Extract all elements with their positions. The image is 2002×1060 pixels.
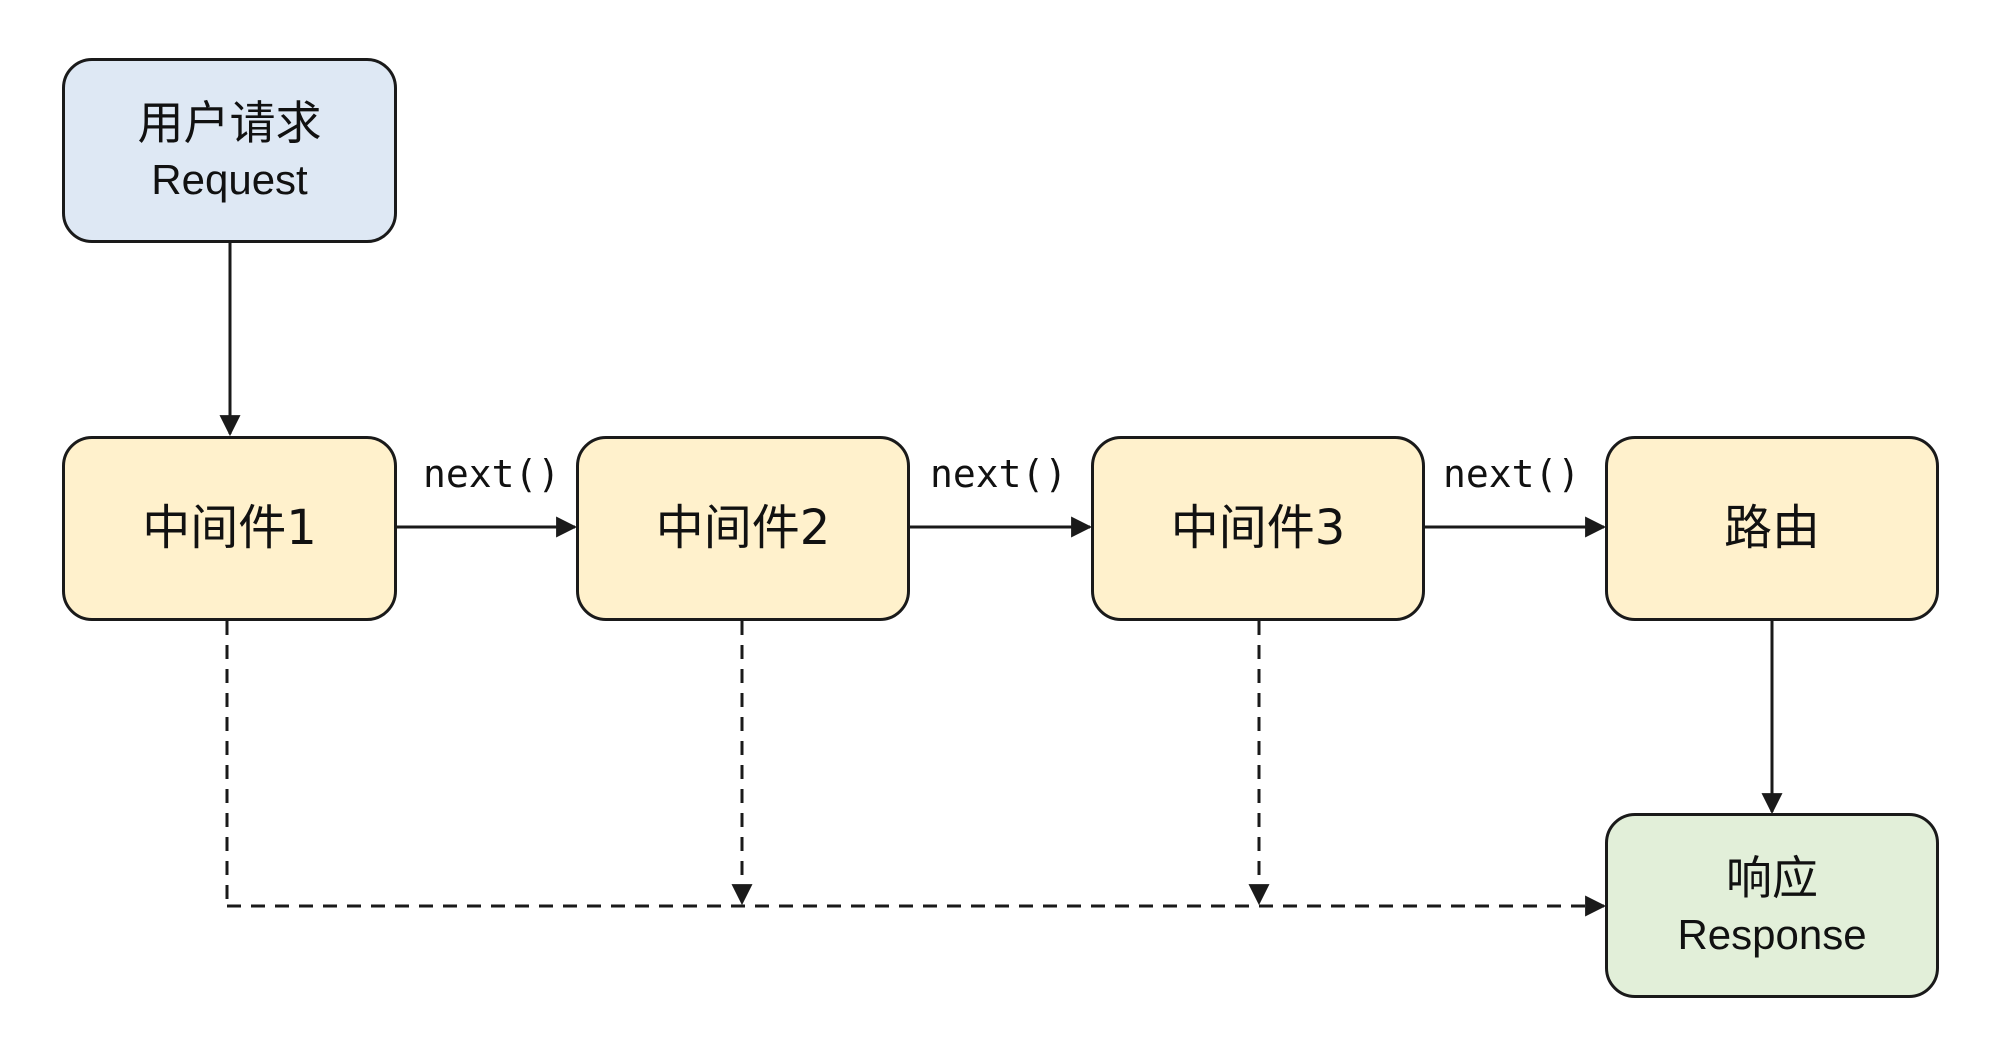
middleware2-node: 中间件2 (576, 436, 910, 621)
response-node-label-zh: 响应 (1726, 850, 1818, 905)
response-node: 响应 Response (1605, 813, 1939, 998)
next-label-2: next() (930, 452, 1068, 496)
request-node-label-en: Request (151, 155, 308, 203)
middleware1-label: 中间件1 (142, 499, 317, 556)
next-label-1: next() (423, 452, 561, 496)
next-label-3: next() (1443, 452, 1581, 496)
middleware1-node: 中间件1 (62, 436, 397, 621)
middleware2-label: 中间件2 (655, 499, 831, 556)
middleware3-label: 中间件3 (1170, 499, 1346, 556)
route-node: 路由 (1605, 436, 1939, 621)
response-node-label-en: Response (1677, 910, 1867, 958)
middleware3-node: 中间件3 (1091, 436, 1425, 621)
request-node-label-zh: 用户请求 (137, 95, 322, 150)
request-node: 用户请求 Request (62, 58, 397, 243)
route-label: 路由 (1723, 499, 1820, 556)
